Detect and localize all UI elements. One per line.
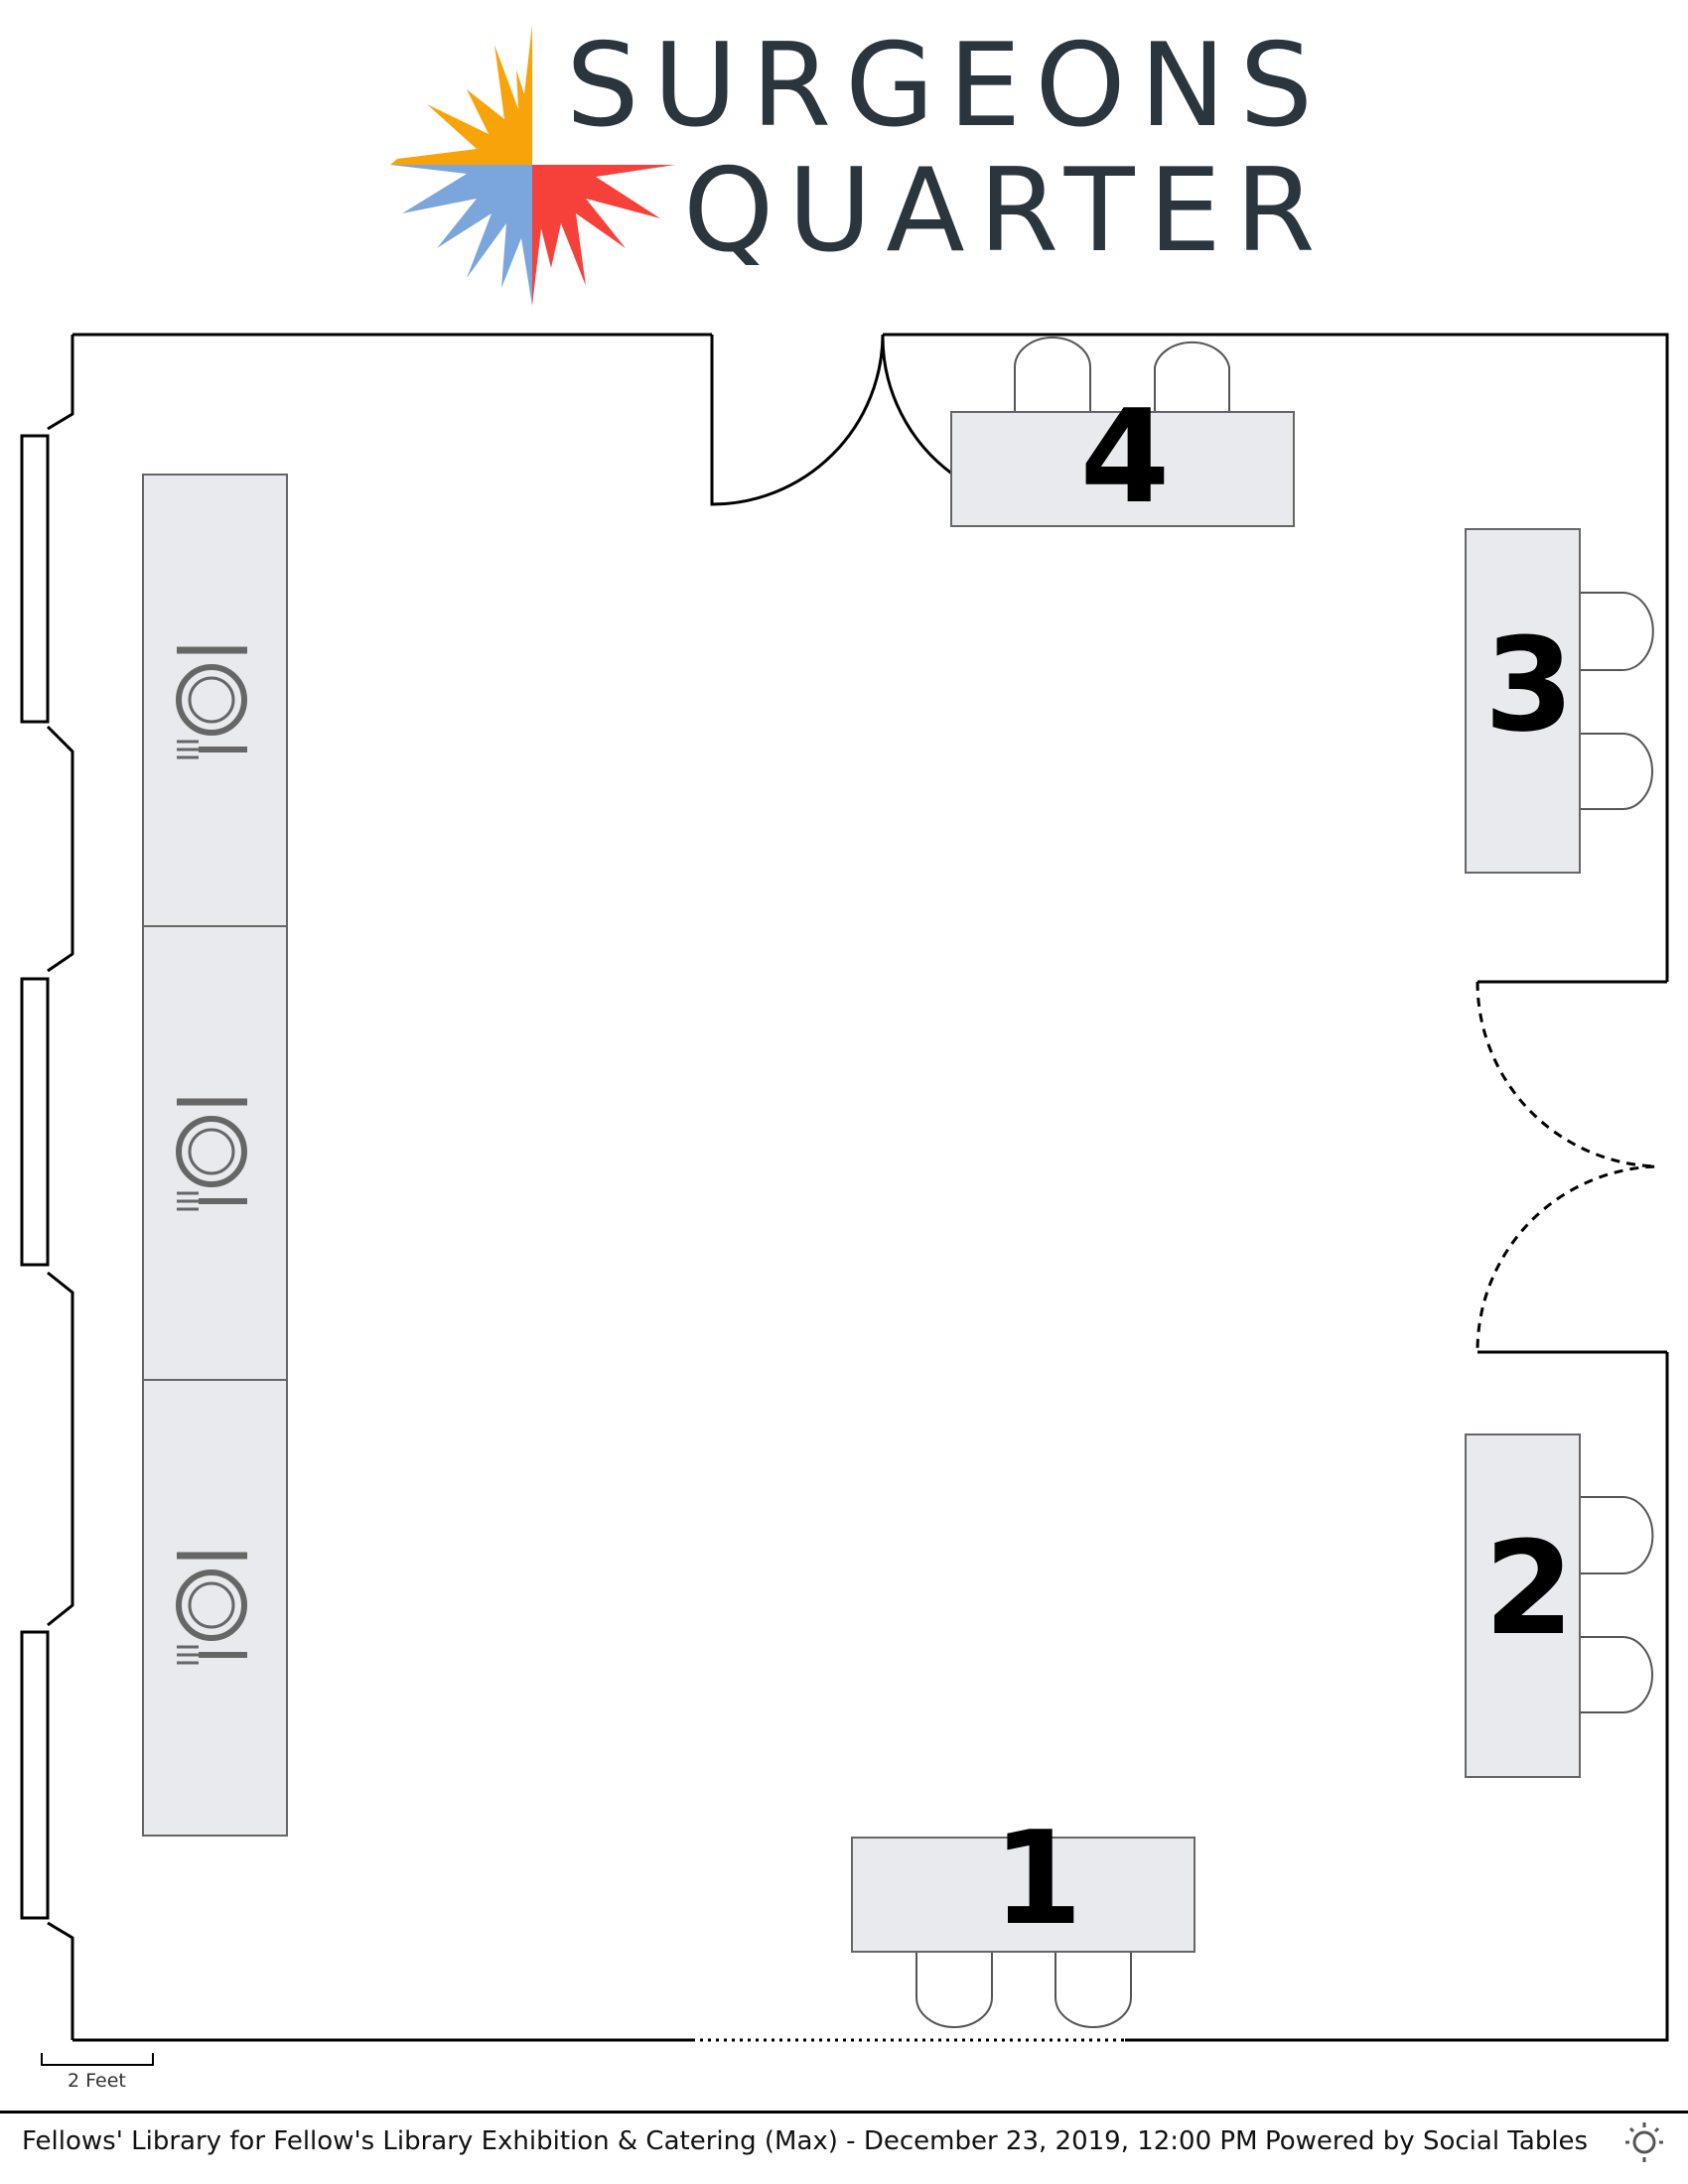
logo-line1: SURGEONS <box>566 19 1327 153</box>
table-2[interactable] <box>1465 1433 1581 1778</box>
logo-sun-blue <box>390 165 532 306</box>
chair <box>1154 341 1230 412</box>
right-door-swing <box>1476 981 1657 1353</box>
social-tables-icon <box>1625 2122 1663 2162</box>
powered-by: Powered by Social Tables <box>1265 2122 1663 2162</box>
buffet-table[interactable] <box>142 925 288 1381</box>
table-2-number: 2 <box>1484 1513 1574 1664</box>
logo-sun-orange <box>390 25 532 165</box>
chair <box>1014 337 1091 412</box>
place-setting-icon <box>176 646 247 759</box>
chair <box>1580 592 1654 671</box>
right-wall-lower <box>1125 1352 1669 2042</box>
window <box>20 1630 50 1920</box>
top-wall-right <box>883 333 1669 982</box>
place-setting-icon <box>176 1552 247 1665</box>
powered-by-text: Powered by Social Tables <box>1265 2126 1589 2156</box>
buffet-table[interactable] <box>142 1379 288 1837</box>
top-door <box>710 334 954 506</box>
chair <box>1580 733 1653 810</box>
scale-label: 2 Feet <box>68 2070 126 2092</box>
scale-bar <box>41 2053 154 2066</box>
footer-event-info: Fellows' Library for Fellow's Library Ex… <box>22 2126 1258 2156</box>
place-setting-icon <box>176 1098 247 1211</box>
chair <box>1580 1636 1653 1713</box>
left-wall <box>46 335 74 2040</box>
table-3[interactable] <box>1465 528 1581 874</box>
footer-divider <box>0 2111 1688 2114</box>
window <box>20 977 50 1267</box>
buffet-table[interactable] <box>142 474 288 927</box>
surgeons-quarter-logo: SURGEONS QUARTER <box>390 19 1329 306</box>
chair <box>1055 1952 1132 2028</box>
chair <box>1580 1496 1654 1574</box>
table-3-number: 3 <box>1484 610 1574 760</box>
table-1[interactable] <box>851 1837 1196 1953</box>
chair <box>915 1952 993 2028</box>
table-1-number: 1 <box>993 1803 1082 1954</box>
right-door-frame <box>1477 980 1667 1354</box>
window <box>20 434 50 724</box>
table-4[interactable] <box>950 411 1295 527</box>
logo-sun-red <box>532 165 675 306</box>
table-4-number: 4 <box>1080 381 1170 532</box>
logo-line2: QUARTER <box>683 144 1329 278</box>
